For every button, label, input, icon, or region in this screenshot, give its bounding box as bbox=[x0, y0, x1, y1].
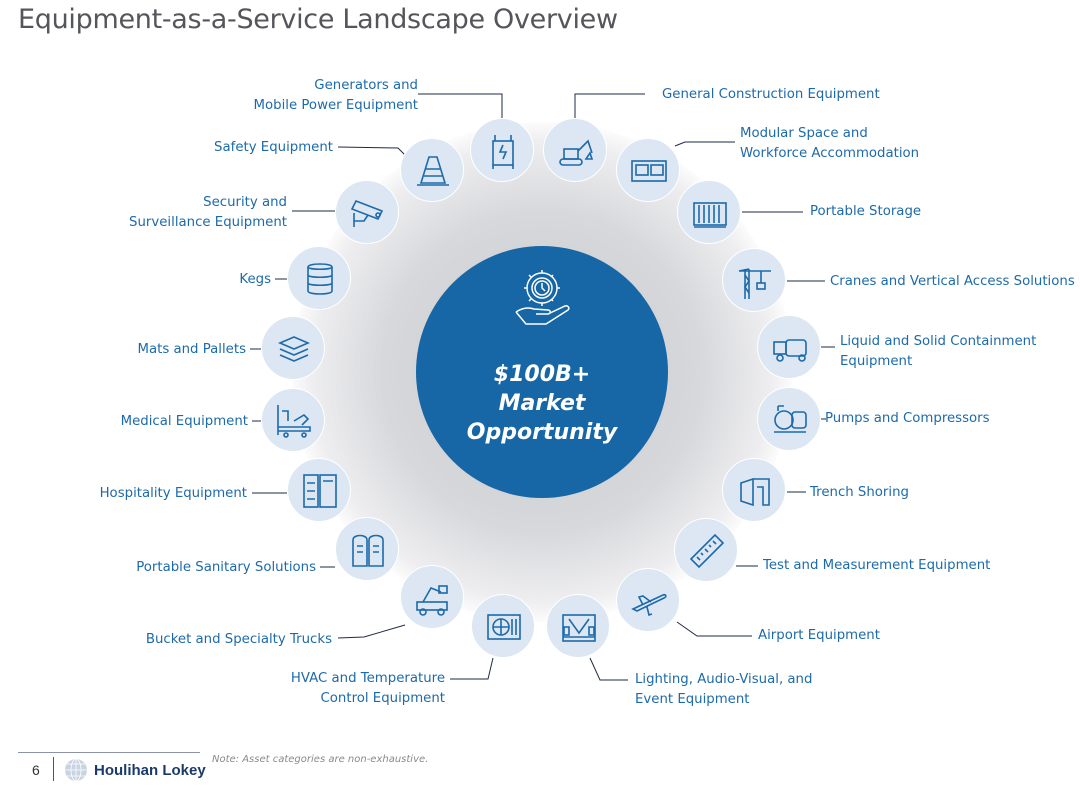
category-label: Mats and Pallets bbox=[137, 342, 246, 357]
connector-line bbox=[418, 93, 503, 118]
gear-clock-hand-icon bbox=[515, 270, 570, 325]
connector-line bbox=[574, 93, 645, 118]
category-label: Pumps and Compressors bbox=[825, 411, 990, 426]
trench-box-icon bbox=[740, 477, 770, 507]
connector-line bbox=[450, 657, 494, 680]
category-node bbox=[757, 387, 821, 451]
category-node bbox=[546, 594, 610, 658]
bucket-truck-icon bbox=[416, 585, 448, 616]
tank-trailer-icon bbox=[773, 339, 807, 362]
category-label: Kegs bbox=[239, 272, 271, 287]
connector-line bbox=[589, 657, 628, 681]
keg-icon bbox=[307, 263, 333, 295]
category-label: Portable Storage bbox=[810, 204, 922, 219]
container-icon bbox=[693, 202, 727, 228]
category-label: Medical Equipment bbox=[120, 414, 248, 429]
category-label: Test and Measurement Equipment bbox=[763, 558, 991, 573]
category-node bbox=[757, 315, 821, 379]
category-node bbox=[335, 517, 399, 581]
traffic-cone-icon bbox=[417, 156, 449, 186]
category-label: Cranes and Vertical Access Solutions bbox=[830, 274, 1075, 289]
hospital-bed-icon bbox=[277, 405, 311, 438]
portable-toilet-icon bbox=[352, 534, 384, 567]
category-label: Hospitality Equipment bbox=[99, 486, 247, 501]
category-node bbox=[616, 138, 680, 202]
category-node bbox=[287, 246, 351, 310]
connector-line bbox=[337, 146, 406, 156]
category-node bbox=[400, 138, 464, 202]
footer-separator bbox=[53, 757, 54, 781]
hvac-unit-icon bbox=[487, 614, 521, 640]
category-node bbox=[543, 118, 607, 182]
category-node bbox=[677, 180, 741, 244]
globe-logo-icon bbox=[65, 758, 87, 782]
hub-line-2: Market bbox=[498, 391, 586, 416]
category-node bbox=[722, 248, 786, 312]
footnote: Note: Asset categories are non-exhaustiv… bbox=[212, 754, 429, 765]
connector-line bbox=[674, 141, 735, 147]
page-number: 6 bbox=[32, 762, 40, 778]
stage-icon bbox=[562, 614, 596, 642]
modular-building-icon bbox=[631, 160, 667, 182]
category-label: Safety Equipment bbox=[214, 140, 333, 155]
category-label: General Construction Equipment bbox=[662, 87, 880, 102]
category-label: Trench Shoring bbox=[810, 485, 909, 500]
category-label: Portable Sanitary Solutions bbox=[136, 560, 316, 575]
category-node bbox=[261, 316, 325, 380]
measuring-tape-icon bbox=[689, 533, 725, 569]
category-label: Bucket and Specialty Trucks bbox=[145, 632, 332, 647]
footer-rule bbox=[18, 752, 200, 753]
connector-line bbox=[337, 624, 406, 639]
generator-icon bbox=[492, 135, 514, 169]
category-node bbox=[674, 518, 738, 582]
market-opportunity-hub: $100B+ Market Opportunity bbox=[416, 246, 668, 498]
crane-icon bbox=[738, 268, 771, 299]
hub-line-3: Opportunity bbox=[466, 420, 618, 445]
category-node bbox=[261, 388, 325, 452]
category-node bbox=[470, 118, 534, 182]
excavator-icon bbox=[559, 139, 594, 166]
company-logo: Houlihan Lokey bbox=[64, 758, 206, 782]
hub-value: $100B+ bbox=[493, 362, 591, 387]
mats-stack-icon bbox=[277, 336, 311, 362]
category-node bbox=[335, 180, 399, 244]
category-node bbox=[722, 458, 786, 522]
category-node bbox=[616, 568, 680, 632]
category-node bbox=[287, 458, 351, 522]
category-label: Airport Equipment bbox=[758, 628, 880, 643]
connector-line bbox=[676, 621, 752, 637]
category-node bbox=[400, 565, 464, 629]
pump-icon bbox=[774, 405, 807, 433]
refrigerator-icon bbox=[303, 474, 337, 508]
logo-text: Houlihan Lokey bbox=[94, 761, 206, 779]
category-node bbox=[471, 594, 535, 658]
airplane-icon bbox=[631, 594, 667, 617]
page-title: Equipment-as-a-Service Landscape Overvie… bbox=[18, 4, 618, 35]
security-camera-icon bbox=[350, 199, 384, 227]
